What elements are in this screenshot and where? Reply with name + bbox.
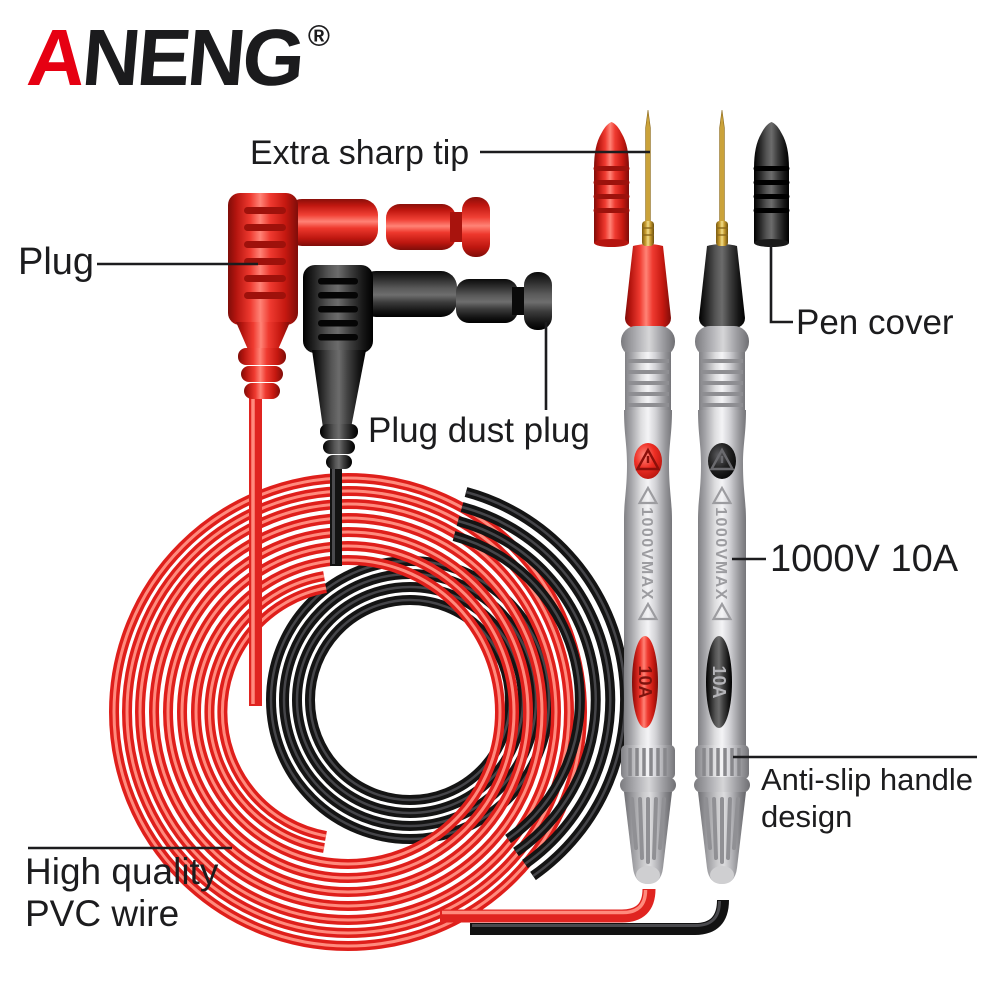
probe-barrel-marking: 1000VMAX bbox=[712, 507, 729, 601]
label-pvc-line2: PVC wire bbox=[25, 893, 180, 935]
red-pen-cover bbox=[593, 122, 630, 247]
leader-pen-cover bbox=[769, 245, 793, 324]
warning-triangle-icon bbox=[635, 447, 661, 471]
red-banana-plug bbox=[228, 193, 378, 399]
label-plug-dust-plug: Plug dust plug bbox=[368, 411, 590, 450]
warning-triangle-icon bbox=[711, 485, 733, 621]
black-lead-wire-vertical bbox=[330, 460, 342, 566]
label-anti-slip-line1: Anti-slip handle bbox=[761, 762, 973, 797]
red-lead-wire-vertical bbox=[249, 393, 262, 706]
label-anti-slip-handle: Anti-slip handle design bbox=[761, 762, 991, 835]
black-dust-plug bbox=[456, 272, 552, 330]
brand-logo: ANENG ® bbox=[24, 13, 332, 102]
registered-trademark-icon: ® bbox=[307, 20, 330, 53]
label-pen-cover: Pen cover bbox=[796, 303, 954, 342]
red-test-probe: 1000VMAX 10A bbox=[618, 108, 678, 886]
probe-grip-marking: 10A bbox=[635, 665, 655, 698]
black-banana-plug bbox=[303, 265, 457, 469]
brand-logo-letter-a: A bbox=[24, 13, 87, 102]
probe-barrel-marking: 1000VMAX bbox=[638, 507, 655, 601]
label-pvc-wire: High quality PVC wire bbox=[25, 851, 255, 935]
label-extra-sharp-tip: Extra sharp tip bbox=[250, 134, 470, 172]
callout-leader-lines bbox=[28, 150, 977, 850]
red-lead-wire-to-probe bbox=[440, 888, 656, 923]
black-pen-cover bbox=[753, 122, 790, 247]
warning-triangle-icon bbox=[637, 485, 659, 621]
label-plug: Plug bbox=[18, 241, 95, 283]
label-voltage-rating: 1000V 10A bbox=[770, 538, 959, 580]
brand-logo-rest: NENG bbox=[78, 13, 306, 102]
red-dust-plug bbox=[386, 197, 490, 257]
black-test-probe: 1000VMAX 10A bbox=[692, 108, 752, 886]
warning-triangle-icon bbox=[709, 447, 735, 471]
label-anti-slip-line2: design bbox=[761, 798, 853, 834]
brand-logo-text: ANENG bbox=[24, 13, 306, 102]
red-wire-coil bbox=[109, 473, 587, 951]
black-wire-coil-outer bbox=[452, 487, 631, 881]
label-pvc-line1: High quality bbox=[25, 851, 219, 892]
black-lead-wire-to-probe bbox=[470, 899, 729, 935]
probe-grip-marking: 10A bbox=[709, 665, 729, 698]
